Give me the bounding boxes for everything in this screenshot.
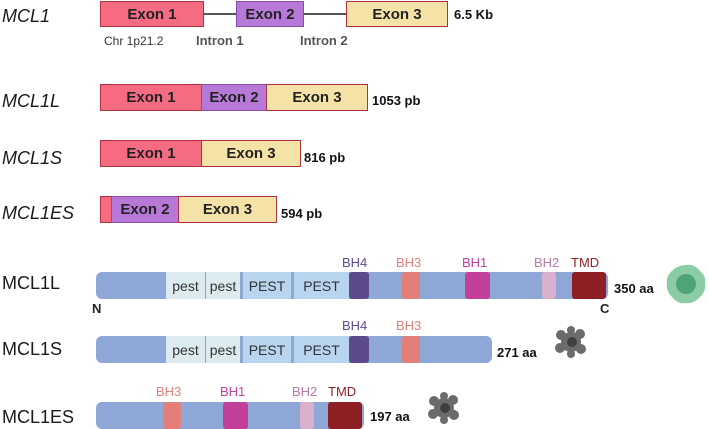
c-terminus-label: C bbox=[600, 301, 610, 316]
mcl1l-size: 1053 pb bbox=[372, 93, 421, 108]
protein-label-mcl1s: MCL1S bbox=[2, 339, 63, 359]
mcl1s-bh4-label: BH4 bbox=[342, 318, 368, 333]
mcl1l-bh3-label: BH3 bbox=[396, 255, 422, 270]
n-terminus-label: N bbox=[92, 301, 102, 316]
mcl1es-bh3-label: BH3 bbox=[156, 384, 182, 399]
mcl1s-PEST-1: PEST bbox=[243, 336, 291, 363]
mcl1s-pest-2: pest bbox=[206, 336, 240, 363]
mcl1es-tmd-domain bbox=[328, 402, 362, 429]
mcl1s-exon1: Exon 1 bbox=[100, 140, 202, 167]
mcl1s-pest-1: pest bbox=[166, 336, 205, 363]
mcl1l-bh2-label: BH2 bbox=[534, 255, 560, 270]
mcl1es-exon3: Exon 3 bbox=[178, 196, 277, 223]
mcl1l-tmd-label: TMD bbox=[571, 255, 600, 270]
mcl1s-bh4-domain bbox=[349, 336, 369, 363]
mcl1es-tmd-label: TMD bbox=[328, 384, 357, 399]
intron2-label: Intron 2 bbox=[300, 33, 348, 48]
mcl1-size: 6.5 Kb bbox=[454, 7, 494, 22]
mcl1s-protein-size: 271 aa bbox=[497, 345, 537, 360]
mcl1l-PEST-2: PEST bbox=[294, 272, 349, 299]
mcl1l-protein-size: 350 aa bbox=[614, 281, 654, 296]
mcl1s-bh3-label: BH3 bbox=[396, 318, 422, 333]
healthy-cell-icon bbox=[666, 264, 706, 304]
gene-label-mcl1s: MCL1S bbox=[2, 148, 63, 168]
mcl1es-bh1-label: BH1 bbox=[220, 384, 246, 399]
mcl1es-bh2-label: BH2 bbox=[292, 384, 318, 399]
mcl1-exon2: Exon 2 bbox=[236, 1, 304, 27]
mcl1s-exon3: Exon 3 bbox=[201, 140, 301, 167]
intron1-label: Intron 1 bbox=[196, 33, 244, 48]
mcl1-exon3: Exon 3 bbox=[346, 1, 448, 27]
mcl1-exon1: Exon 1 bbox=[100, 1, 204, 27]
mcl1l-bh1-label: BH1 bbox=[462, 255, 488, 270]
mcl1l-tmd-domain bbox=[572, 272, 606, 299]
protein-label-mcl1es: MCL1ES bbox=[2, 407, 75, 427]
mcl1l-exon1: Exon 1 bbox=[100, 84, 202, 111]
gene-label-mcl1: MCL1 bbox=[2, 6, 51, 26]
mcl1s-PEST-2: PEST bbox=[294, 336, 349, 363]
mcl1l-exon2: Exon 2 bbox=[201, 84, 267, 111]
mcl1l-bh1-domain bbox=[465, 272, 490, 299]
mcl1es-size: 594 pb bbox=[281, 206, 323, 221]
gene-label-mcl1l: MCL1L bbox=[2, 91, 61, 111]
mcl1l-pest-2: pest bbox=[206, 272, 240, 299]
mcl1es-bh1-domain bbox=[223, 402, 248, 429]
mcl1es-protein-size: 197 aa bbox=[370, 409, 410, 424]
mcl1es-bh3-domain bbox=[163, 402, 181, 429]
protein-label-mcl1l: MCL1L bbox=[2, 273, 61, 293]
mcl1l-bh2-domain bbox=[542, 272, 556, 299]
mcl1es-bh2-domain bbox=[300, 402, 314, 429]
mcl1l-PEST-1: PEST bbox=[243, 272, 291, 299]
apoptotic-cell-icon bbox=[428, 392, 459, 424]
mcl1l-bh3-domain bbox=[402, 272, 420, 299]
mcl1s-size: 816 pb bbox=[304, 150, 346, 165]
mcl1l-exon3: Exon 3 bbox=[266, 84, 368, 111]
mcl1l-bh4-label: BH4 bbox=[342, 255, 368, 270]
mcl1s-bh3-domain bbox=[402, 336, 420, 363]
apoptotic-cell-icon bbox=[555, 326, 586, 358]
gene-label-mcl1es: MCL1ES bbox=[2, 203, 75, 223]
mcl1l-bh4-domain bbox=[349, 272, 369, 299]
chromosome-location: Chr 1p21.2 bbox=[104, 34, 164, 48]
mcl1es-exon2: Exon 2 bbox=[111, 196, 179, 223]
mcl1l-pest-1: pest bbox=[166, 272, 205, 299]
